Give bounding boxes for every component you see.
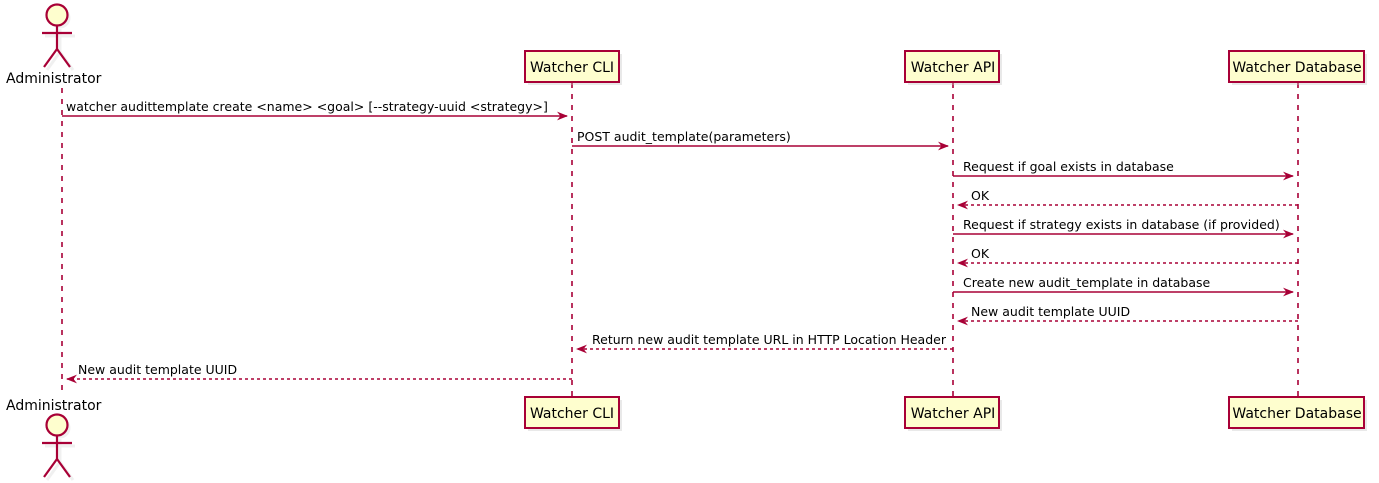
actor-label-administrator-bottom: Administrator	[6, 398, 102, 414]
lifelines	[61, 83, 1299, 396]
participant-box-rect	[524, 50, 620, 83]
message-1-label: watcher audittemplate create <name> <goa…	[66, 99, 548, 114]
message-10[interactable]: New audit template UUID	[66, 362, 572, 384]
message-7[interactable]: Create new audit_template in database	[953, 275, 1294, 297]
message-1[interactable]: watcher audittemplate create <name> <goa…	[62, 99, 568, 121]
participant-box-rect	[1228, 50, 1365, 83]
participant-label-watcher-database-bottom: Watcher Database	[1232, 406, 1361, 422]
actor-head-icon	[45, 413, 69, 437]
message-9-label: Return new audit template URL in HTTP Lo…	[592, 332, 947, 347]
actor-leg-left	[43, 458, 58, 478]
message-8-label: New audit template UUID	[971, 304, 1130, 319]
message-9[interactable]: Return new audit template URL in HTTP Lo…	[576, 332, 953, 354]
participant-box-rect	[524, 396, 620, 429]
participant-box-watcher-cli-top[interactable]: Watcher CLI	[524, 50, 622, 85]
actor-head-icon	[45, 3, 69, 27]
participant-box-watcher-api-bottom[interactable]: Watcher API	[904, 396, 1002, 431]
participant-box-watcher-api-top[interactable]: Watcher API	[904, 50, 1002, 85]
participant-label-watcher-database-top: Watcher Database	[1232, 60, 1361, 76]
participant-box-rect	[1228, 396, 1365, 429]
participant-box-rect	[904, 50, 1000, 83]
message-6-label: OK	[971, 246, 990, 261]
participant-box-watcher-database-bottom[interactable]: Watcher Database	[1228, 396, 1367, 431]
message-8[interactable]: New audit template UUID	[957, 304, 1298, 326]
participant-box-watcher-database-top[interactable]: Watcher Database	[1228, 50, 1367, 85]
message-7-label: Create new audit_template in database	[963, 275, 1210, 290]
message-2-label: POST audit_template(parameters)	[577, 129, 791, 144]
message-10-label: New audit template UUID	[78, 362, 237, 377]
participant-box-rect	[904, 396, 1000, 429]
participant-label-watcher-api-top: Watcher API	[911, 60, 996, 76]
participant-label-watcher-cli-top: Watcher CLI	[530, 60, 614, 76]
message-3-label: Request if goal exists in database	[963, 159, 1174, 174]
actor-administrator-top[interactable]: Administrator	[6, 3, 102, 88]
message-5[interactable]: Request if strategy exists in database (…	[953, 217, 1294, 239]
actor-label-administrator-top: Administrator	[6, 71, 102, 87]
message-4-label: OK	[971, 188, 990, 203]
message-3[interactable]: Request if goal exists in database	[953, 159, 1294, 181]
actor-leg-right	[56, 48, 71, 68]
actor-leg-left	[43, 48, 58, 68]
actor-administrator-bottom[interactable]: Administrator	[6, 398, 102, 481]
participant-label-watcher-cli-bottom: Watcher CLI	[530, 406, 614, 422]
participant-box-watcher-cli-bottom[interactable]: Watcher CLI	[524, 396, 622, 431]
message-5-label: Request if strategy exists in database (…	[963, 217, 1280, 232]
actor-leg-right	[56, 458, 71, 478]
message-2[interactable]: POST audit_template(parameters)	[572, 129, 949, 151]
participant-label-watcher-api-bottom: Watcher API	[911, 406, 996, 422]
message-4[interactable]: OK	[957, 188, 1298, 210]
message-6[interactable]: OK	[957, 246, 1298, 268]
